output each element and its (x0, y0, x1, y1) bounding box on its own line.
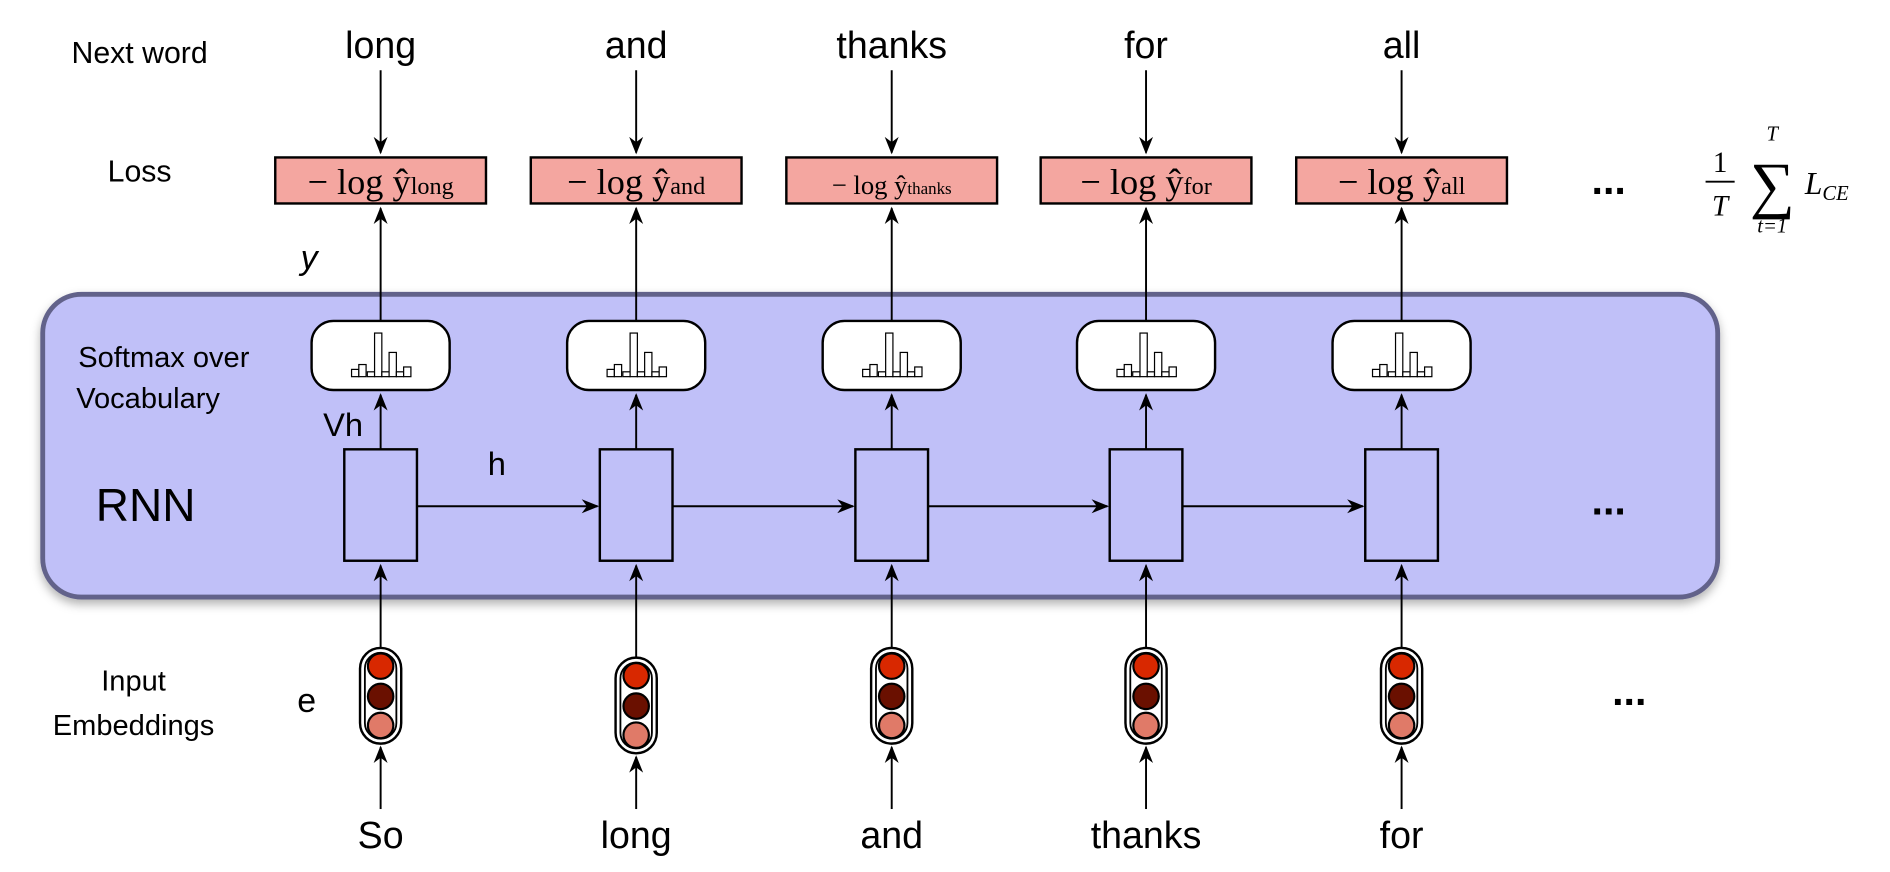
embedding-unit (622, 721, 650, 749)
softmax-label-line2: Vocabulary (76, 383, 220, 415)
timestep-4: all − log ŷall for (1295, 24, 1509, 856)
loss-expression: − log ŷfor (1080, 162, 1212, 202)
softmax-label-line1: Softmax over (78, 342, 249, 374)
embedding-unit (366, 711, 395, 740)
ellipsis-loss: ... (1592, 157, 1626, 203)
embedding-unit (1387, 711, 1416, 740)
h-label: h (488, 445, 506, 482)
embedding-unit (1387, 682, 1416, 711)
embedding-unit (366, 682, 395, 711)
rnn-label: RNN (96, 479, 196, 531)
histogram-icon (606, 332, 668, 378)
formula-sum: ∑ (1750, 150, 1795, 220)
input-label-line2: Embeddings (53, 710, 214, 742)
timestep-3: for − log ŷfor thanks (1039, 24, 1365, 856)
histogram-icon (1116, 332, 1177, 378)
loss-box (1295, 156, 1509, 205)
timestep-2: thanks − log ŷthanks and (785, 24, 1110, 856)
loss-box (274, 156, 488, 205)
embedding-unit (877, 652, 906, 680)
next-word: long (345, 24, 416, 66)
formula-upper-limit: T (1766, 123, 1779, 145)
formula-lower-limit: t=1 (1757, 216, 1787, 238)
embedding-unit (1132, 652, 1160, 680)
rnn-cell (598, 448, 674, 562)
ellipsis-input: ... (1612, 668, 1646, 714)
e-label: e (297, 682, 316, 720)
vh-label: Vh (323, 406, 363, 443)
formula-denominator: T (1712, 191, 1730, 223)
embedding-unit (1132, 682, 1160, 711)
loss-box (529, 156, 743, 205)
rnn-cell (1364, 448, 1440, 562)
loss-expression: − log ŷand (567, 162, 705, 202)
timestep-1: and − log ŷand long (529, 24, 855, 856)
histogram-icon (1371, 332, 1433, 378)
next-word: all (1383, 24, 1421, 66)
y-label: y (299, 239, 320, 277)
loss-expression: − log ŷthanks (832, 170, 952, 200)
embedding-unit (622, 661, 650, 690)
loss-box (785, 156, 999, 205)
histogram-icon (350, 332, 412, 378)
loss-expression: − log ŷlong (307, 162, 453, 202)
loss-expression: − log ŷall (1338, 162, 1466, 202)
input-word: for (1380, 814, 1424, 856)
rnn-container (40, 291, 1721, 600)
formula-term: LCE (1804, 166, 1849, 205)
input-word: thanks (1091, 814, 1202, 856)
next-word-label: Next word (71, 37, 207, 70)
embedding-unit (622, 692, 650, 720)
embedding-unit (366, 652, 395, 680)
next-word: for (1124, 24, 1168, 66)
loss-label: Loss (108, 156, 172, 189)
rnn-cell (1108, 448, 1184, 562)
embedding-unit (877, 682, 906, 711)
input-word: So (358, 814, 404, 856)
loss-box (1039, 156, 1253, 205)
ellipsis-rnn: ... (1592, 478, 1626, 524)
histogram-icon (862, 332, 923, 378)
embedding-unit (1387, 652, 1416, 680)
loss-average-formula: 1 T T ∑ t=1 LCE (1705, 123, 1849, 238)
next-word: thanks (836, 24, 947, 66)
embedding-unit (1132, 711, 1160, 740)
formula-numerator: 1 (1713, 147, 1728, 179)
input-word: long (601, 814, 672, 856)
input-word: and (860, 814, 923, 856)
next-word: and (605, 24, 668, 66)
rnn-cell (854, 448, 930, 562)
input-label-line1: Input (101, 665, 166, 697)
rnn-cell (343, 448, 419, 562)
embedding-unit (877, 711, 906, 740)
